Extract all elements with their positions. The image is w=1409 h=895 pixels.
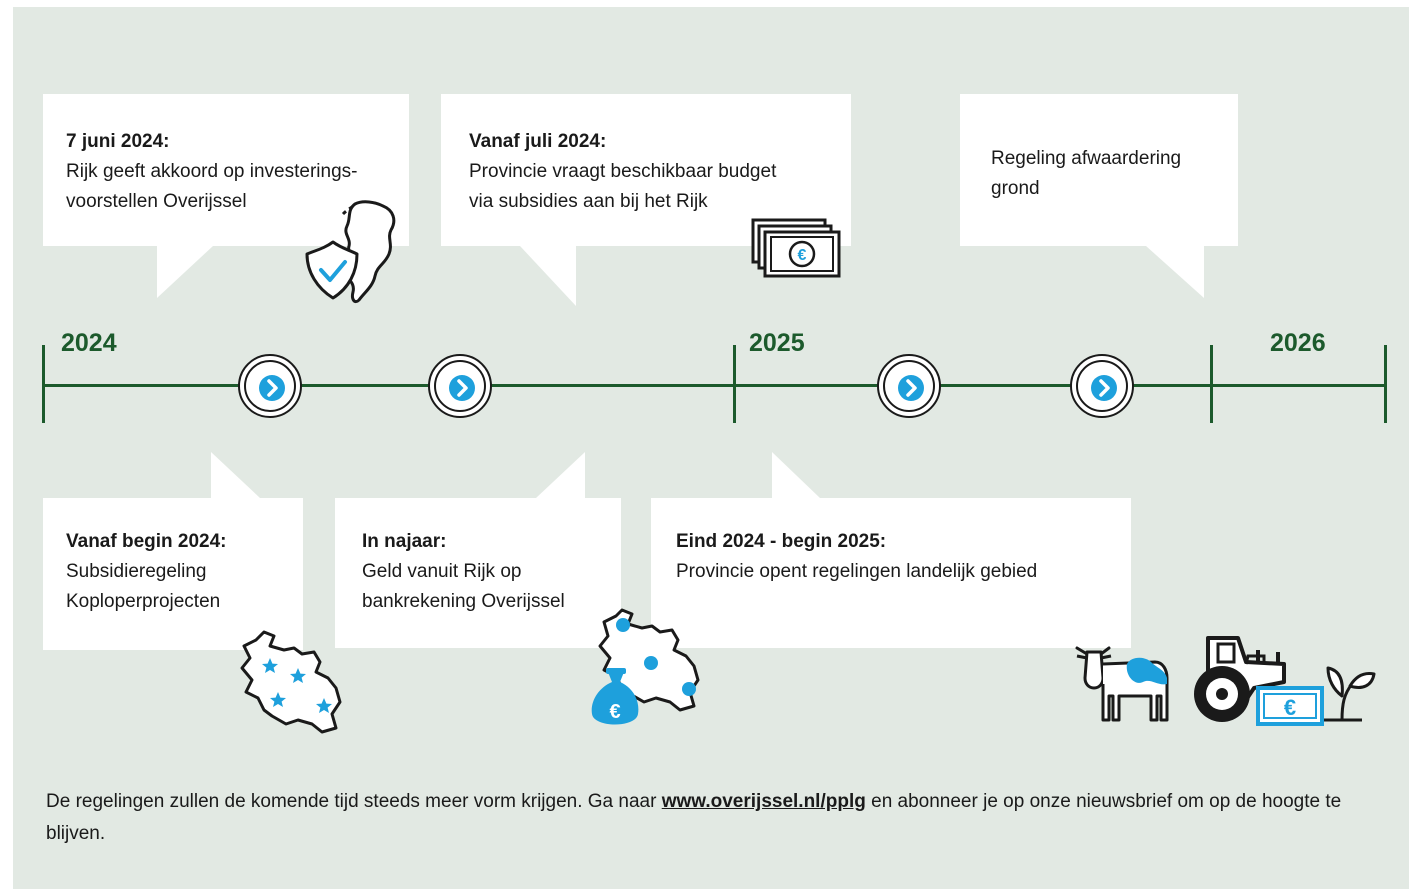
- milestone-heading: In najaar:: [362, 531, 447, 552]
- milestone-bubble-4: [43, 498, 303, 650]
- cow-icon: [1075, 646, 1169, 722]
- milestone-bubble-5: [335, 498, 621, 648]
- star: [316, 698, 332, 713]
- milestone-text-3: Regeling afwaardering grond: [991, 144, 1231, 204]
- milestone-text-2: Vanaf juli 2024: Provincie vraagt beschi…: [469, 127, 849, 217]
- star: [262, 658, 278, 673]
- timeline-marker-2[interactable]: [428, 354, 492, 418]
- year-label-2026: 2026: [1270, 329, 1326, 357]
- milestone-text-5: In najaar: Geld vanuit Rijk op bankreken…: [362, 527, 618, 617]
- banknotes-euro-icon: €: [751, 218, 841, 278]
- svg-text:€: €: [1284, 695, 1296, 720]
- timeline-tick-2026: [1210, 345, 1213, 423]
- star: [290, 668, 306, 683]
- footer-text: De regelingen zullen de komende tijd ste…: [46, 786, 1396, 850]
- milestone-text-1: 7 juni 2024: Rijk geeft akkoord op inves…: [66, 127, 406, 217]
- year-label-2024: 2024: [61, 329, 117, 357]
- timeline-marker-1[interactable]: [238, 354, 302, 418]
- milestone-body: Regeling afwaardering grond: [991, 148, 1182, 199]
- milestone-heading: 7 juni 2024:: [66, 131, 170, 152]
- milestone-text-6: Eind 2024 - begin 2025: Provincie opent …: [676, 527, 1126, 587]
- bubble-tail-1: [157, 246, 213, 298]
- milestone-body: Geld vanuit Rijk op bankrekening Overijs…: [362, 561, 565, 612]
- tractor-euro-plant-icon: €: [1194, 636, 1376, 726]
- svg-text:€: €: [798, 247, 807, 264]
- star: [270, 692, 286, 707]
- milestone-heading: Vanaf begin 2024:: [66, 531, 227, 552]
- milestone-bubble-6: [651, 498, 1131, 648]
- overijssel-stars-map-icon: [240, 630, 342, 734]
- milestone-heading: Vanaf juli 2024:: [469, 131, 607, 152]
- overijssel-money-bag-icon: €: [591, 608, 700, 725]
- milestone-heading: Eind 2024 - begin 2025:: [676, 531, 887, 552]
- milestone-body: Rijk geeft akkoord op investerings- voor…: [66, 161, 358, 212]
- timeline-tick-2025: [733, 345, 736, 423]
- chevron-right-icon: [457, 379, 468, 397]
- netherlands-shield-icon: [305, 200, 396, 304]
- timeline-axis: [43, 384, 1386, 387]
- timeline-marker-3[interactable]: [877, 354, 941, 418]
- footer-link[interactable]: www.overijssel.nl/pplg: [661, 791, 866, 812]
- chevron-right-icon: [267, 379, 278, 397]
- timeline-tick-end: [1384, 345, 1387, 423]
- timeline-marker-4[interactable]: [1070, 354, 1134, 418]
- footer-text-before: De regelingen zullen de komende tijd ste…: [46, 791, 662, 812]
- milestone-bubble-3: [960, 94, 1238, 246]
- year-label-2025: 2025: [749, 329, 805, 357]
- chevron-right-icon: [906, 379, 917, 397]
- milestone-body: Subsidieregeling Koploperprojecten: [66, 561, 221, 612]
- timeline-tick-2024: [42, 345, 45, 423]
- svg-text:€: €: [609, 701, 620, 723]
- milestone-text-4: Vanaf begin 2024: Subsidieregeling Koplo…: [66, 527, 296, 617]
- footer-text-after: en abonneer je op onze nieuwsbrief om op…: [46, 791, 1342, 844]
- milestone-body: Provincie opent regelingen landelijk geb…: [676, 561, 1038, 582]
- chevron-right-icon: [1099, 379, 1110, 397]
- milestone-body: Provincie vraagt beschikbaar budget via …: [469, 161, 777, 212]
